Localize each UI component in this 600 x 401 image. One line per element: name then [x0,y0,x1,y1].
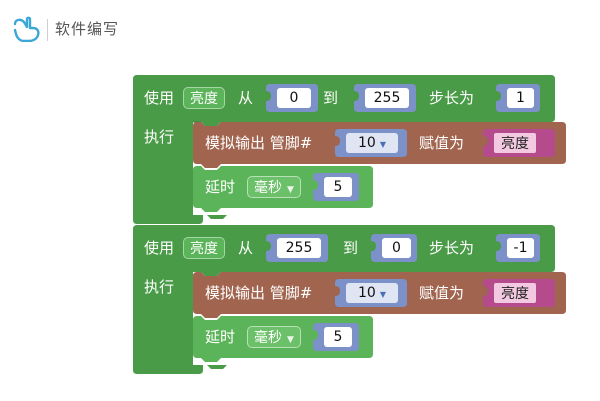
step-value-field[interactable]: 1 [507,88,534,108]
from-value-field[interactable]: 0 [277,88,311,108]
app-header: 软件编写 [0,0,600,60]
to-value-field[interactable]: 255 [365,88,409,108]
to-value-block[interactable]: 0 [371,234,417,262]
from-label: 从 [238,89,254,107]
variable-block[interactable]: 亮度 [483,279,555,307]
dropdown-arrow-icon: ▼ [379,140,386,149]
to-label: 到 [343,239,359,257]
loop-variable-dropdown[interactable]: 亮度 [183,237,225,259]
step-value-block[interactable]: -1 [496,234,540,262]
pin-block[interactable]: 10▼ [335,279,407,307]
analog-write-label: 模拟输出 管脚# [205,134,313,152]
variable-block[interactable]: 亮度 [483,129,555,157]
for-loop-block[interactable]: 使用 亮度 从 255 到 0 步长为 -1 执行 模拟输出 管脚# 10▼ 赋… [131,225,566,380]
from-value-field[interactable]: 255 [277,238,321,258]
delay-value-block[interactable]: 5 [313,173,359,201]
step-label: 步长为 [429,89,475,107]
assign-label: 赋值为 [419,284,465,302]
time-unit-dropdown[interactable]: 毫秒▼ [247,326,301,348]
delay-block[interactable]: 延时 毫秒▼ 5 [193,166,373,212]
loop-block-shape [133,225,555,374]
from-value-block[interactable]: 0 [266,84,318,112]
do-label: 执行 [144,128,175,146]
step-value-block[interactable]: 1 [496,84,540,112]
delay-value-block[interactable]: 5 [313,323,359,351]
header-divider [47,19,48,41]
delay-value-field[interactable]: 5 [324,177,352,197]
to-value-block[interactable]: 255 [354,84,416,112]
analog-write-label: 模拟输出 管脚# [205,284,313,302]
variable-value[interactable]: 亮度 [493,132,537,154]
for-loop-block[interactable]: 使用 亮度 从 0 到 255 步长为 1 执行 模拟输出 管脚# 10▼ 赋值… [131,75,566,230]
dropdown-arrow-icon: ▼ [287,185,294,195]
delay-label: 延时 [205,328,236,346]
time-unit-dropdown[interactable]: 毫秒▼ [247,176,301,198]
step-label: 步长为 [429,239,475,257]
to-value-field[interactable]: 0 [382,238,411,258]
loop-variable-dropdown[interactable]: 亮度 [183,87,225,109]
dropdown-arrow-icon: ▼ [379,290,386,299]
page-title: 软件编写 [55,20,120,38]
delay-value-field[interactable]: 5 [324,327,352,347]
delay-label: 延时 [205,178,236,196]
from-value-block[interactable]: 255 [266,234,328,262]
delay-block[interactable]: 延时 毫秒▼ 5 [193,316,373,362]
dropdown-arrow-icon: ▼ [287,335,294,345]
analog-write-block[interactable]: 模拟输出 管脚# 10▼ 赋值为 亮度 [193,122,566,168]
step-value-field[interactable]: -1 [507,238,534,258]
analog-write-block[interactable]: 模拟输出 管脚# 10▼ 赋值为 亮度 [193,272,566,318]
to-label: 到 [323,89,339,107]
variable-value[interactable]: 亮度 [493,282,537,304]
pin-dropdown[interactable]: 10▼ [346,133,398,153]
assign-label: 赋值为 [419,134,465,152]
pin-block[interactable]: 10▼ [335,129,407,157]
do-label: 执行 [144,278,175,296]
use-label: 使用 [144,239,175,257]
use-label: 使用 [144,89,175,107]
from-label: 从 [238,239,254,257]
pin-dropdown[interactable]: 10▼ [346,283,398,303]
hand-pointer-icon [13,16,40,42]
